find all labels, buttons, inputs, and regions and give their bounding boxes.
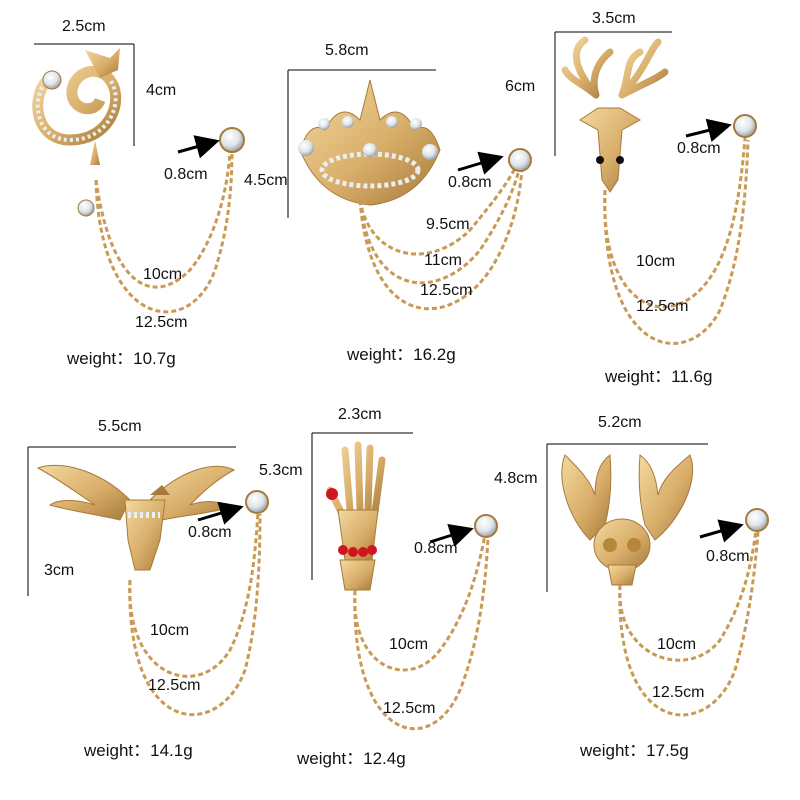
eagle-brooch-art (27, 446, 269, 716)
dragon-chain-short-label: 10cm (143, 266, 183, 283)
eagle-height-label: 3cm (44, 562, 75, 579)
deer-brooch-art (554, 31, 757, 345)
dragon-pin-label: 0.8cm (164, 166, 208, 183)
crown-height-label: 4.5cm (244, 172, 288, 189)
crown-pin-label: 0.8cm (448, 174, 492, 191)
eagle-width-label: 5.5cm (98, 418, 142, 435)
skull-chain-long-label: 12.5cm (652, 684, 705, 701)
crown-width-label: 5.8cm (325, 42, 369, 59)
crown-chain-short-label: 9.5cm (426, 216, 470, 233)
skeleton-hand-brooch-art (311, 432, 498, 731)
eagle-chain-short-label: 10cm (150, 622, 190, 639)
skull-chain-short-label: 10cm (657, 636, 697, 653)
hand-chain-short-label: 10cm (389, 636, 429, 653)
eagle-weight-label: weight：14.1g (84, 741, 193, 760)
skull-width-label: 5.2cm (598, 414, 642, 431)
hand-height-label: 5.3cm (259, 462, 303, 479)
deer-pin-label: 0.8cm (677, 140, 721, 157)
deer-chain-long-label: 12.5cm (636, 298, 689, 315)
skull-height-label: 4.8cm (494, 470, 538, 487)
winged-skull-brooch-art (546, 443, 769, 717)
dragon-width-label: 2.5cm (62, 18, 106, 35)
skull-weight-label: weight：17.5g (580, 741, 689, 760)
crown-chain-mid-label: 11cm (424, 252, 462, 269)
hand-weight-label: weight：12.4g (297, 749, 406, 768)
crown-weight-label: weight：16.2g (347, 345, 456, 364)
skull-pin-label: 0.8cm (706, 548, 750, 565)
dragon-brooch-art (32, 43, 245, 314)
eagle-chain-long-label: 12.5cm (148, 677, 201, 694)
eagle-pin-label: 0.8cm (188, 524, 232, 541)
dragon-height-label: 4cm (146, 82, 177, 99)
deer-chain-short-label: 10cm (636, 253, 676, 270)
crown-brooch-art (287, 69, 532, 311)
deer-weight-label: weight：11.6g (605, 367, 713, 386)
deer-height-label: 6cm (505, 78, 536, 95)
hand-pin-label: 0.8cm (414, 540, 458, 557)
hand-width-label: 2.3cm (338, 406, 382, 423)
deer-width-label: 3.5cm (592, 10, 636, 27)
crown-chain-long-label: 12.5cm (420, 282, 473, 299)
dragon-chain-long-label: 12.5cm (135, 314, 188, 331)
hand-chain-long-label: 12.5cm (383, 700, 436, 717)
dragon-weight-label: weight：10.7g (67, 349, 176, 368)
